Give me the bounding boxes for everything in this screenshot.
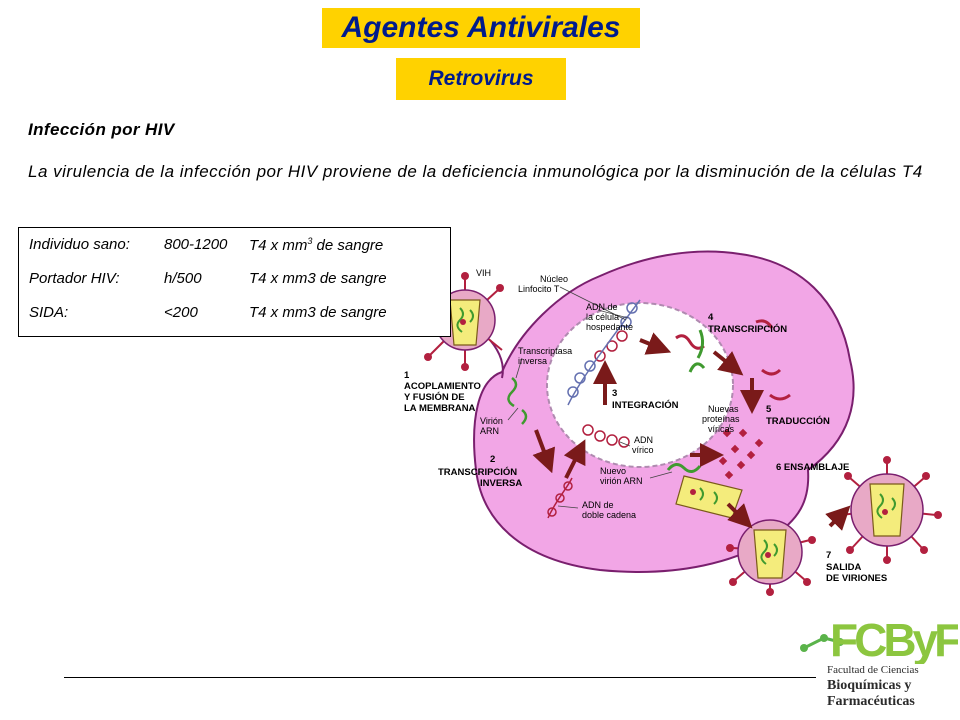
integrated-dna (582, 424, 630, 448)
virus-incoming (414, 272, 504, 371)
assembling-capsid (675, 475, 743, 519)
count-value: 800-1200 (164, 236, 228, 253)
step-2-number: 2 (490, 454, 495, 465)
label-nuevas-proteinas: proteínas (702, 414, 740, 424)
step-7-number: 7 (826, 550, 831, 561)
logo-mark: FCByF (830, 614, 958, 664)
logo-line-3: Farmacéuticas (827, 694, 915, 709)
virus-released (834, 456, 942, 564)
fcbyf-logo-icon: FCByF (800, 614, 960, 666)
label-adn-virico: ADN (634, 435, 653, 445)
step-1-number: 1 (404, 370, 410, 381)
label-nuevo-virion: virión ARN (600, 476, 643, 486)
step-5-number: 5 (766, 404, 772, 415)
step-1-label: LA MEMBRANA (404, 403, 476, 414)
label-virion-arn: ARN (480, 426, 499, 436)
label-adn-celula: la célula (586, 312, 619, 322)
subtitle-banner: Retrovirus (396, 58, 566, 100)
viral-rna (521, 409, 528, 425)
step-3-label: INTEGRACIÓN (612, 399, 679, 411)
nucleus (546, 302, 734, 468)
step-4-label: TRANSCRIPCIÓN (708, 323, 787, 335)
count-value: <200 (164, 304, 198, 321)
count-unit: T4 x mm3 de sangre (249, 270, 387, 287)
label-nuevas-proteinas: víricas (708, 424, 735, 434)
label-transcriptasa: inversa (518, 356, 547, 366)
mrna-strands (666, 319, 791, 473)
count-label: Individuo sano: (29, 236, 130, 253)
step-2-label: TRANSCRIPCIÓN (438, 466, 517, 478)
label-virion-arn: Virión (480, 416, 503, 426)
viral-rna (507, 377, 518, 408)
page-subtitle: Retrovirus (428, 67, 534, 90)
label-adn-virico: vírico (632, 445, 654, 455)
count-unit: T4 x mm3 de sangre (249, 236, 384, 254)
label-adn-doble: doble cadena (582, 510, 636, 520)
process-arrows (532, 332, 851, 531)
label-nucleo: Núcleo (540, 274, 568, 284)
label-linfocito: Linfocito T (518, 284, 560, 294)
step-5-label: TRADUCCIÓN (766, 415, 830, 427)
step-4-number: 4 (708, 312, 714, 323)
logo-line-1: Facultad de Ciencias (827, 664, 919, 676)
virus-budding (726, 519, 816, 596)
page-title: Agentes Antivirales (341, 11, 621, 44)
section-heading: Infección por HIV (28, 120, 175, 139)
step-2-label: INVERSA (480, 478, 522, 489)
label-adn-doble: ADN de (582, 500, 614, 510)
t4-counts-box: Individuo sano: 800-1200 T4 x mm3 de san… (18, 227, 451, 337)
count-unit: T4 x mm3 de sangre (249, 304, 387, 321)
step-3-number: 3 (612, 388, 617, 399)
logo-line-2: Bioquímicas y (827, 678, 912, 693)
step-7-label: SALIDA (826, 562, 862, 573)
count-label: Portador HIV: (29, 270, 120, 287)
label-adn-celula: hospedante (586, 322, 633, 332)
footer-divider (64, 677, 816, 678)
faculty-logo: FCByF Facultad de Ciencias Bioquímicas y… (800, 608, 960, 718)
label-nuevo-virion: Nuevo (600, 466, 626, 476)
step-6-label: 6 ENSAMBLAJE (776, 462, 849, 473)
label-nuevas-proteinas: Nuevas (708, 404, 739, 414)
label-pointers (507, 286, 731, 509)
ds-dna (547, 477, 573, 519)
label-transcriptasa: Transcriptasa (518, 346, 572, 356)
label-vih: VIH (476, 268, 491, 278)
label-adn-celula: ADN de (586, 302, 618, 312)
count-label: SIDA: (29, 304, 69, 321)
step-1-label: Y FUSIÓN DE (404, 391, 465, 403)
step-1-label: ACOPLAMIENTO (404, 381, 481, 392)
description-paragraph: La virulencia de la infección por HIV pr… (28, 162, 923, 181)
count-value: h/500 (164, 270, 202, 287)
title-banner: Agentes Antivirales (322, 8, 640, 48)
host-dna-helix (567, 299, 641, 406)
step-7-label: DE VIRIONES (826, 573, 887, 584)
